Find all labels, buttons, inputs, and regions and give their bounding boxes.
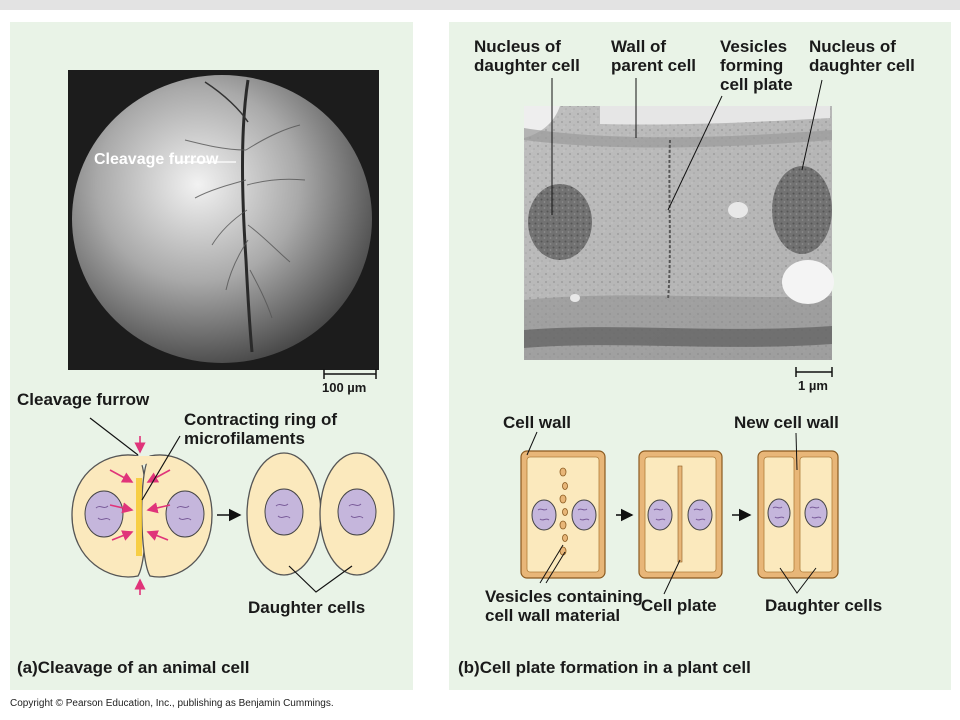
scale-bar-a — [323, 369, 377, 379]
furrow-pointer — [89, 417, 139, 456]
scale-label-a: 100 µm — [322, 380, 367, 395]
plant-chromatin — [537, 506, 822, 521]
daughter-label-b: Daughter cells — [765, 596, 883, 615]
label-nucleus-right: Nucleus of daughter cell — [809, 37, 915, 75]
caption-a-text: Cleavage of an animal cell — [37, 658, 250, 677]
label-nucleus-left: Nucleus of daughter cell — [474, 37, 580, 75]
caption-b-text: Cell plate formation in a plant cell — [479, 658, 751, 677]
label-wall-parent: Wall of parent cell — [611, 37, 697, 75]
caption-b-letter: (b) — [458, 658, 480, 677]
scale-label-b: 1 µm — [798, 378, 828, 393]
ring-pointer — [141, 435, 181, 501]
caption-a: (a)Cleavage of an animal cell — [17, 658, 249, 677]
copyright-notice: Copyright © Pearson Education, Inc., pub… — [10, 698, 334, 709]
animal-cell-micrograph — [68, 70, 379, 370]
plant-pointers — [526, 431, 817, 595]
label-vesicles-material: Vesicles containing cell wall material — [485, 587, 643, 625]
plant-cell-vesicles — [520, 450, 606, 579]
top-bar — [0, 0, 960, 10]
tem-pointers — [551, 78, 823, 215]
scale-bar-b — [795, 367, 833, 377]
plant-cell-micrograph — [524, 106, 834, 360]
label-cell-plate: Cell plate — [641, 596, 717, 615]
plant-cell-plate — [638, 450, 723, 579]
label-new-cell-wall: New cell wall — [734, 413, 839, 432]
daughter-label-a: Daughter cells — [248, 598, 366, 617]
animal-daughter-cells — [246, 452, 395, 576]
label-cell-wall: Cell wall — [503, 413, 572, 432]
label-vesicles-plate: Vesicles forming cell plate — [720, 37, 793, 94]
dividing-animal-cell — [71, 436, 213, 595]
daughter-pointer-a — [288, 565, 353, 593]
caption-b: (b)Cell plate formation in a plant cell — [458, 658, 751, 677]
caption-a-letter: (a) — [17, 658, 38, 677]
ring-label: Contracting ring of microfilaments — [184, 410, 337, 448]
plant-daughter-cells — [757, 450, 839, 579]
furrow-label: Cleavage furrow — [17, 390, 150, 409]
micro-furrow-label: Cleavage furrow — [94, 151, 219, 168]
